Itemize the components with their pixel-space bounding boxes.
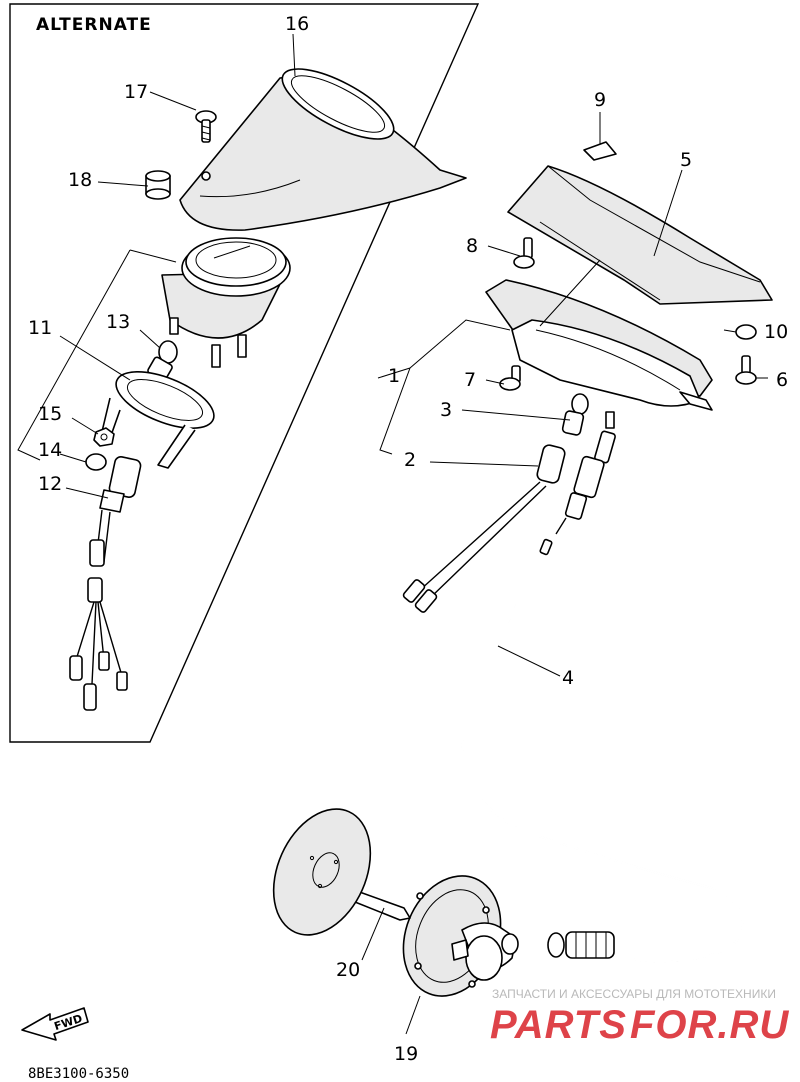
fwd-arrow-icon: FWD: [21, 1007, 89, 1041]
part-code: 8BE3100-6350: [28, 1066, 129, 1082]
callout-11: 11: [28, 317, 52, 339]
callout-18: 18: [68, 169, 92, 191]
callout-9: 9: [594, 89, 606, 111]
part-12-socket-harness: [69, 456, 142, 711]
callout-14: 14: [38, 439, 62, 461]
part-18-grommet: [145, 170, 171, 200]
part-10-washer: [735, 324, 757, 340]
part-2-socket-leads: [402, 444, 566, 613]
callout-1: 1: [388, 365, 400, 387]
fwd-label: FWD: [53, 1012, 84, 1033]
watermark-brand-right: FOR.RU: [630, 1003, 789, 1047]
callout-labels: 16 17 18 13 11 15 14 12 9 5 8 10 6 1 7 3…: [28, 13, 788, 1065]
callout-2: 2: [404, 449, 416, 471]
brake-disc-reference: [272, 808, 372, 936]
callout-4: 4: [562, 667, 574, 689]
part-5-cover: [507, 165, 773, 305]
callout-3: 3: [440, 399, 452, 421]
part-13-bulb: [147, 340, 178, 382]
part-17-screw: [195, 110, 217, 143]
callout-12: 12: [38, 473, 62, 495]
part-15-nut: [93, 427, 115, 447]
part-3-bulb: [561, 393, 589, 436]
watermark-caption: ЗАПЧАСТИ И АКСЕССУАРЫ ДЛЯ МОТОТЕХНИКИ: [492, 987, 776, 1001]
part-16-visor: [179, 68, 467, 231]
callout-5: 5: [680, 149, 692, 171]
callout-10: 10: [764, 321, 788, 343]
part-6-screw: [735, 355, 757, 385]
alternate-box: [9, 3, 480, 743]
callout-13: 13: [106, 311, 130, 333]
watermark-brand-left: PARTS: [490, 1003, 627, 1047]
alternate-title: ALTERNATE: [36, 15, 152, 35]
part-1-meter-body: [485, 279, 713, 429]
part-14-washer: [85, 453, 107, 471]
part-8-screw: [513, 237, 535, 269]
callout-19: 19: [394, 1043, 418, 1065]
callout-16: 16: [285, 13, 309, 35]
callout-20: 20: [336, 959, 360, 981]
speedo-drive-fitting: [555, 430, 616, 535]
part-4-speedometer-cable: [461, 538, 744, 963]
part-11-meter-assembly: [161, 237, 291, 368]
leader-lines: [59, 33, 768, 1035]
callout-15: 15: [38, 403, 62, 425]
part-9-clip: [583, 141, 617, 161]
callout-6: 6: [776, 369, 788, 391]
callout-17: 17: [124, 81, 148, 103]
callout-7: 7: [464, 369, 476, 391]
part-19-drive-gear: [402, 875, 519, 997]
callout-8: 8: [466, 235, 478, 257]
meter-bracket: [99, 370, 215, 469]
part-7-screw: [499, 365, 521, 391]
